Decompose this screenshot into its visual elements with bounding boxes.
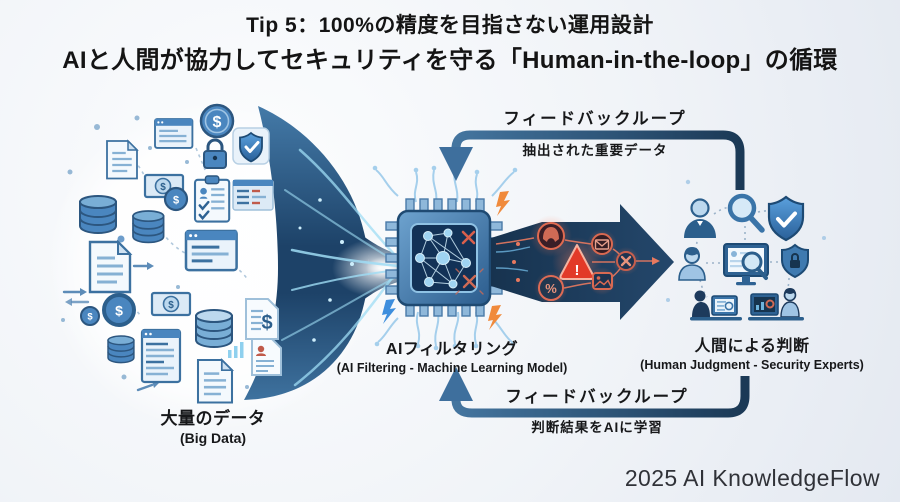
shield-check-icon bbox=[767, 195, 805, 242]
page-title: Tip 5：100%の精度を目指さない運用設計 AIと人間が協力してセキュリティ… bbox=[10, 13, 890, 76]
title-line-2: AIと人間が協力してセキュリティを守る「Human-in-the-loop」の循… bbox=[62, 47, 838, 75]
dollar-coin-icon: $ bbox=[163, 186, 189, 212]
rejected-x-marks bbox=[455, 230, 484, 295]
ai-filtering-subtitle: (AI Filtering - Machine Learning Model) bbox=[336, 361, 568, 375]
feedback-loop-top-sublabel: 抽出された重要データ bbox=[522, 143, 668, 158]
big-data-label: 大量のデータ (Big Data) bbox=[103, 408, 323, 448]
svg-text:%: % bbox=[545, 281, 557, 296]
analyst-male-icon bbox=[684, 198, 716, 238]
database-icon bbox=[79, 195, 117, 235]
dollar-coin-icon: $ bbox=[80, 306, 100, 326]
svg-text:$: $ bbox=[115, 303, 123, 319]
svg-text:$: $ bbox=[168, 300, 174, 311]
svg-text:$: $ bbox=[213, 114, 222, 131]
database-icon bbox=[195, 309, 233, 349]
document-person-icon bbox=[251, 338, 282, 376]
svg-text:!: ! bbox=[575, 262, 580, 279]
document-icon bbox=[88, 239, 133, 294]
document-icon bbox=[196, 357, 235, 404]
bar-chart-icon bbox=[228, 342, 244, 358]
big-data-title: 大量のデータ bbox=[160, 409, 266, 428]
desk-analyst-left-icon bbox=[690, 290, 742, 321]
human-judgment-label: 人間による判断 (Human Judgment - Security Exper… bbox=[612, 337, 892, 374]
desk-analyst-right-icon bbox=[748, 288, 804, 321]
feedback-loop-bottom-arrow bbox=[439, 367, 750, 418]
hacker-alert-icon bbox=[537, 222, 565, 250]
fraud-percent-icon: % bbox=[538, 275, 564, 301]
threat-output-arrow: ! % bbox=[491, 204, 674, 320]
suspicious-image-icon bbox=[592, 272, 613, 290]
human-judgment-title: 人間による判断 bbox=[694, 338, 810, 355]
dollar-coin-icon: $ bbox=[199, 103, 235, 139]
feedback-loop-top-label: フィードバックループ bbox=[503, 110, 687, 128]
malicious-mail-icon bbox=[591, 233, 613, 255]
database-icon bbox=[107, 335, 135, 364]
title-line-1: Tip 5：100%の精度を目指さない運用設計 bbox=[246, 14, 654, 37]
ai-filtering-title: AIフィルタリング bbox=[385, 341, 519, 358]
magnifier-icon bbox=[727, 193, 765, 233]
browser-window-icon bbox=[232, 179, 274, 211]
svg-text:$: $ bbox=[160, 182, 166, 193]
dollar-coin-icon: $ bbox=[102, 293, 136, 327]
svg-text:$: $ bbox=[261, 312, 272, 334]
lightning-bolt-icon bbox=[382, 191, 510, 330]
browser-window-icon bbox=[140, 328, 182, 384]
decor-dots bbox=[61, 115, 249, 389]
decor-dots-right bbox=[666, 179, 826, 302]
shield-lock-icon bbox=[781, 243, 809, 279]
document-icon bbox=[106, 139, 139, 180]
database-icon bbox=[132, 210, 165, 244]
money-bill-icon: $ bbox=[150, 291, 192, 317]
svg-text:$: $ bbox=[173, 195, 179, 207]
clipboard-checklist-icon bbox=[193, 175, 231, 223]
ai-chip-icon bbox=[385, 198, 503, 317]
feedback-loop-bottom-sublabel: 判断結果をAIに学習 bbox=[531, 420, 663, 435]
browser-window-icon bbox=[154, 118, 194, 149]
neural-network-icon bbox=[415, 228, 471, 289]
lock-icon bbox=[203, 138, 227, 169]
human-judgment-subtitle: (Human Judgment - Security Experts) bbox=[640, 358, 864, 372]
feedback-loop-bottom-label: フィードバックループ bbox=[505, 388, 689, 406]
monitor-review-icon bbox=[723, 243, 769, 286]
flow-arrows bbox=[62, 262, 159, 392]
svg-text:$: $ bbox=[87, 312, 93, 323]
big-data-subtitle: (Big Data) bbox=[179, 430, 247, 447]
browser-window-icon bbox=[184, 229, 238, 272]
credit-text: 2025 AI KnowledgeFlow bbox=[624, 465, 880, 491]
analyst-female-icon bbox=[678, 247, 706, 281]
shield-check-icon bbox=[232, 127, 270, 165]
blocked-x-icon bbox=[616, 251, 636, 271]
feedback-loop-top-arrow bbox=[439, 130, 745, 190]
ai-filtering-label: AIフィルタリング (AI Filtering - Machine Learni… bbox=[302, 340, 602, 377]
document-dollar-icon: $ bbox=[245, 298, 279, 340]
